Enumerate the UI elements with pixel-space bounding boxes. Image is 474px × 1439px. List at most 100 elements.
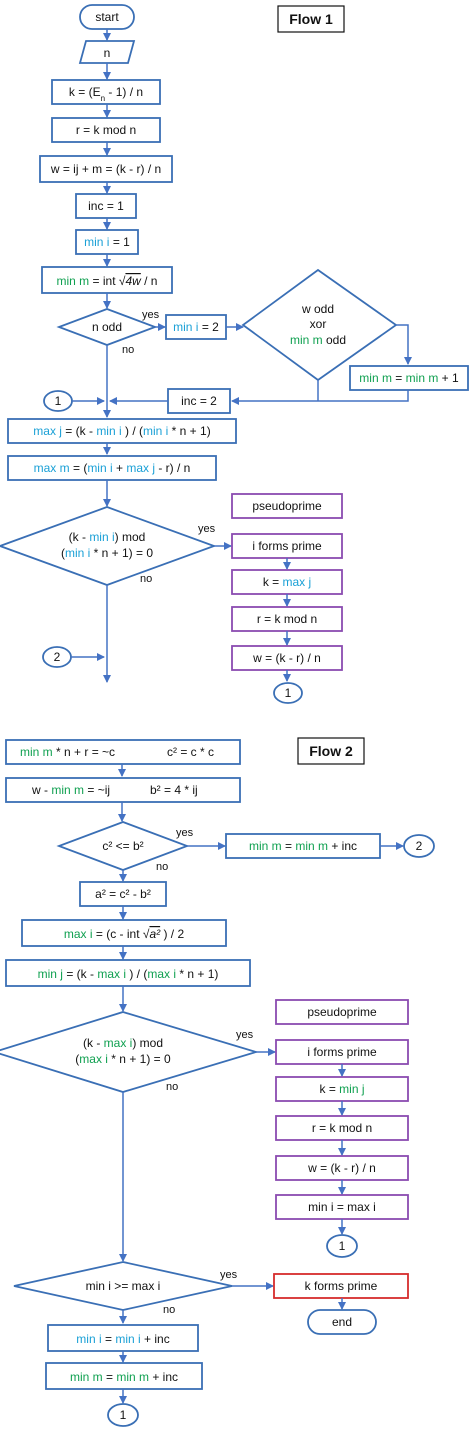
svg-text:w = (k - r) / n: w = (k - r) / n [307, 1161, 376, 1175]
process-inc1: inc = 1 [75, 193, 137, 219]
svg-text:(k - min i) mod: (k - min i) mod [69, 530, 146, 544]
svg-text:c² = c * c: c² = c * c [167, 745, 214, 759]
svg-text:k = min j: k = min j [319, 1082, 364, 1096]
connector-1-exit: 1 [273, 682, 303, 704]
svg-text:pseudoprime: pseudoprime [252, 499, 322, 513]
svg-text:max i = (c - int √a² ) / 2: max i = (c - int √a² ) / 2 [64, 927, 185, 941]
process-max-m: max m = (min i + max j - r) / n [7, 455, 217, 481]
process-i-forms-prime-1: i forms prime [231, 533, 343, 559]
svg-text:no: no [166, 1081, 178, 1093]
process-w-kr-1: w = (k - r) / n [231, 645, 343, 671]
flow1-title-box: Flow 1 [277, 5, 345, 33]
process-w: w = ij + m = (k - r) / n [39, 155, 173, 183]
svg-text:min i = 1: min i = 1 [84, 235, 130, 249]
end-terminal: end [307, 1309, 377, 1335]
svg-text:k forms prime: k forms prime [305, 1279, 378, 1293]
input-n: n [78, 40, 136, 64]
svg-text:max j = (k - min i ) / (min i: max j = (k - min i ) / (min i * n + 1) [33, 424, 210, 438]
svg-text:min j = (k - max i ) / (max i: min j = (k - max i ) / (max i * n + 1) [38, 967, 219, 981]
process-min-m: min m = int √4w / n [41, 266, 173, 294]
svg-text:(k - max i) mod: (k - max i) mod [83, 1036, 163, 1050]
label-no: no [122, 344, 134, 356]
svg-text:1: 1 [55, 394, 62, 408]
process-inc2: inc = 2 [167, 388, 231, 414]
process-min-m-inc-2: min m = min m + inc [45, 1362, 203, 1390]
process-a2: a² = c² - b² [79, 881, 167, 907]
flow2-title-box: Flow 2 [297, 737, 365, 765]
process-min-i-2: min i = 2 [165, 314, 227, 340]
connector-1-loop: 1 [107, 1403, 139, 1427]
decision-n-odd: n odd [56, 308, 158, 346]
connector-1-exit-2: 1 [326, 1234, 358, 1258]
flow1-title: Flow 1 [289, 11, 333, 27]
process-min-m-plus-1: min m = min m + 1 [349, 365, 469, 391]
svg-text:2: 2 [416, 839, 423, 853]
process-min-i-inc: min i = min i + inc [47, 1324, 199, 1352]
label-pseudoprime-1: pseudoprime [231, 493, 343, 519]
svg-text:(min i * n + 1) = 0: (min i * n + 1) = 0 [61, 546, 153, 560]
decision-c2-le-b2: c² <= b² [56, 821, 190, 871]
svg-text:max m = (min i + max j - r) /: max m = (min i + max j - r) / n [34, 461, 191, 475]
svg-text:yes: yes [220, 1269, 238, 1281]
process-min-j: min j = (k - max i ) / (max i * n + 1) [5, 959, 251, 987]
process-w-kr-2: w = (k - r) / n [275, 1155, 409, 1181]
svg-text:w = (k - r) / n: w = (k - r) / n [252, 651, 321, 665]
svg-text:end: end [332, 1315, 352, 1329]
svg-text:min m = min m + inc: min m = min m + inc [70, 1370, 178, 1384]
svg-text:min m = min m + inc: min m = min m + inc [249, 839, 357, 853]
process-c: min m * n + r = ~c c² = c * c [5, 739, 241, 765]
svg-text:min m * n + r = ~c: min m * n + r = ~c [20, 745, 115, 759]
svg-text:min m odd: min m odd [290, 333, 346, 347]
svg-text:min m = min m + 1: min m = min m + 1 [359, 371, 459, 385]
svg-text:min m = int √4w / n: min m = int √4w / n [57, 274, 158, 288]
process-k: k = (En - 1) / n [51, 79, 161, 105]
process-r-mod-1: r = k mod n [231, 606, 343, 632]
svg-text:n: n [104, 46, 111, 60]
decision-max-mod-zero: (k - max i) mod (max i * n + 1) = 0 [0, 1011, 260, 1093]
svg-text:k = (En - 1) / n: k = (En - 1) / n [69, 85, 143, 103]
decision-min-i-ge-max-i: min i >= max i [13, 1261, 233, 1311]
process-r: r = k mod n [51, 117, 161, 143]
process-r-mod-2: r = k mod n [275, 1115, 409, 1141]
label-yes: yes [142, 309, 160, 321]
svg-text:r = k mod n: r = k mod n [257, 612, 317, 626]
svg-text:w odd: w odd [301, 302, 334, 316]
svg-text:r = k mod n: r = k mod n [76, 123, 136, 137]
connector-1: 1 [43, 390, 73, 412]
flow2-title: Flow 2 [309, 743, 353, 759]
connector-2: 2 [42, 646, 72, 668]
decision-mod-zero: (k - min i) mod (min i * n + 1) = 0 [0, 506, 217, 586]
process-k-min-j: k = min j [275, 1076, 409, 1102]
svg-text:inc = 1: inc = 1 [88, 199, 124, 213]
svg-text:yes: yes [176, 827, 194, 839]
svg-text:n odd: n odd [92, 320, 122, 334]
svg-text:(max i * n + 1) = 0: (max i * n + 1) = 0 [75, 1052, 171, 1066]
process-min-m-inc: min m = min m + inc [225, 833, 381, 859]
svg-text:r = k mod n: r = k mod n [312, 1121, 372, 1135]
process-k-max-j: k = max j [231, 569, 343, 595]
process-min-i: min i = 1 [75, 229, 139, 255]
svg-text:1: 1 [120, 1408, 127, 1422]
svg-text:i forms prime: i forms prime [307, 1045, 377, 1059]
svg-text:a² = c² - b²: a² = c² - b² [95, 887, 151, 901]
svg-text:yes: yes [236, 1029, 254, 1041]
svg-text:no: no [156, 861, 168, 873]
process-max-j: max j = (k - min i ) / (min i * n + 1) [7, 418, 237, 444]
decision-w-odd-xor: w odd xor min m odd [241, 268, 398, 382]
svg-text:min i = min i + inc: min i = min i + inc [76, 1332, 169, 1346]
svg-text:2: 2 [54, 650, 61, 664]
process-max-i: max i = (c - int √a² ) / 2 [21, 919, 227, 947]
svg-text:min i = max i: min i = max i [308, 1200, 376, 1214]
svg-text:k = max j: k = max j [263, 575, 311, 589]
svg-text:min i >= max i: min i >= max i [86, 1279, 161, 1293]
svg-text:c² <= b²: c² <= b² [102, 839, 143, 853]
svg-text:pseudoprime: pseudoprime [307, 1005, 377, 1019]
svg-text:no: no [163, 1304, 175, 1316]
label-pseudoprime-2: pseudoprime [275, 999, 409, 1025]
svg-text:1: 1 [285, 686, 292, 700]
svg-text:min i = 2: min i = 2 [173, 320, 219, 334]
process-b: w - min m = ~ij b² = 4 * ij [5, 777, 241, 803]
svg-text:xor: xor [310, 317, 327, 331]
connector-2-exit: 2 [403, 834, 435, 858]
